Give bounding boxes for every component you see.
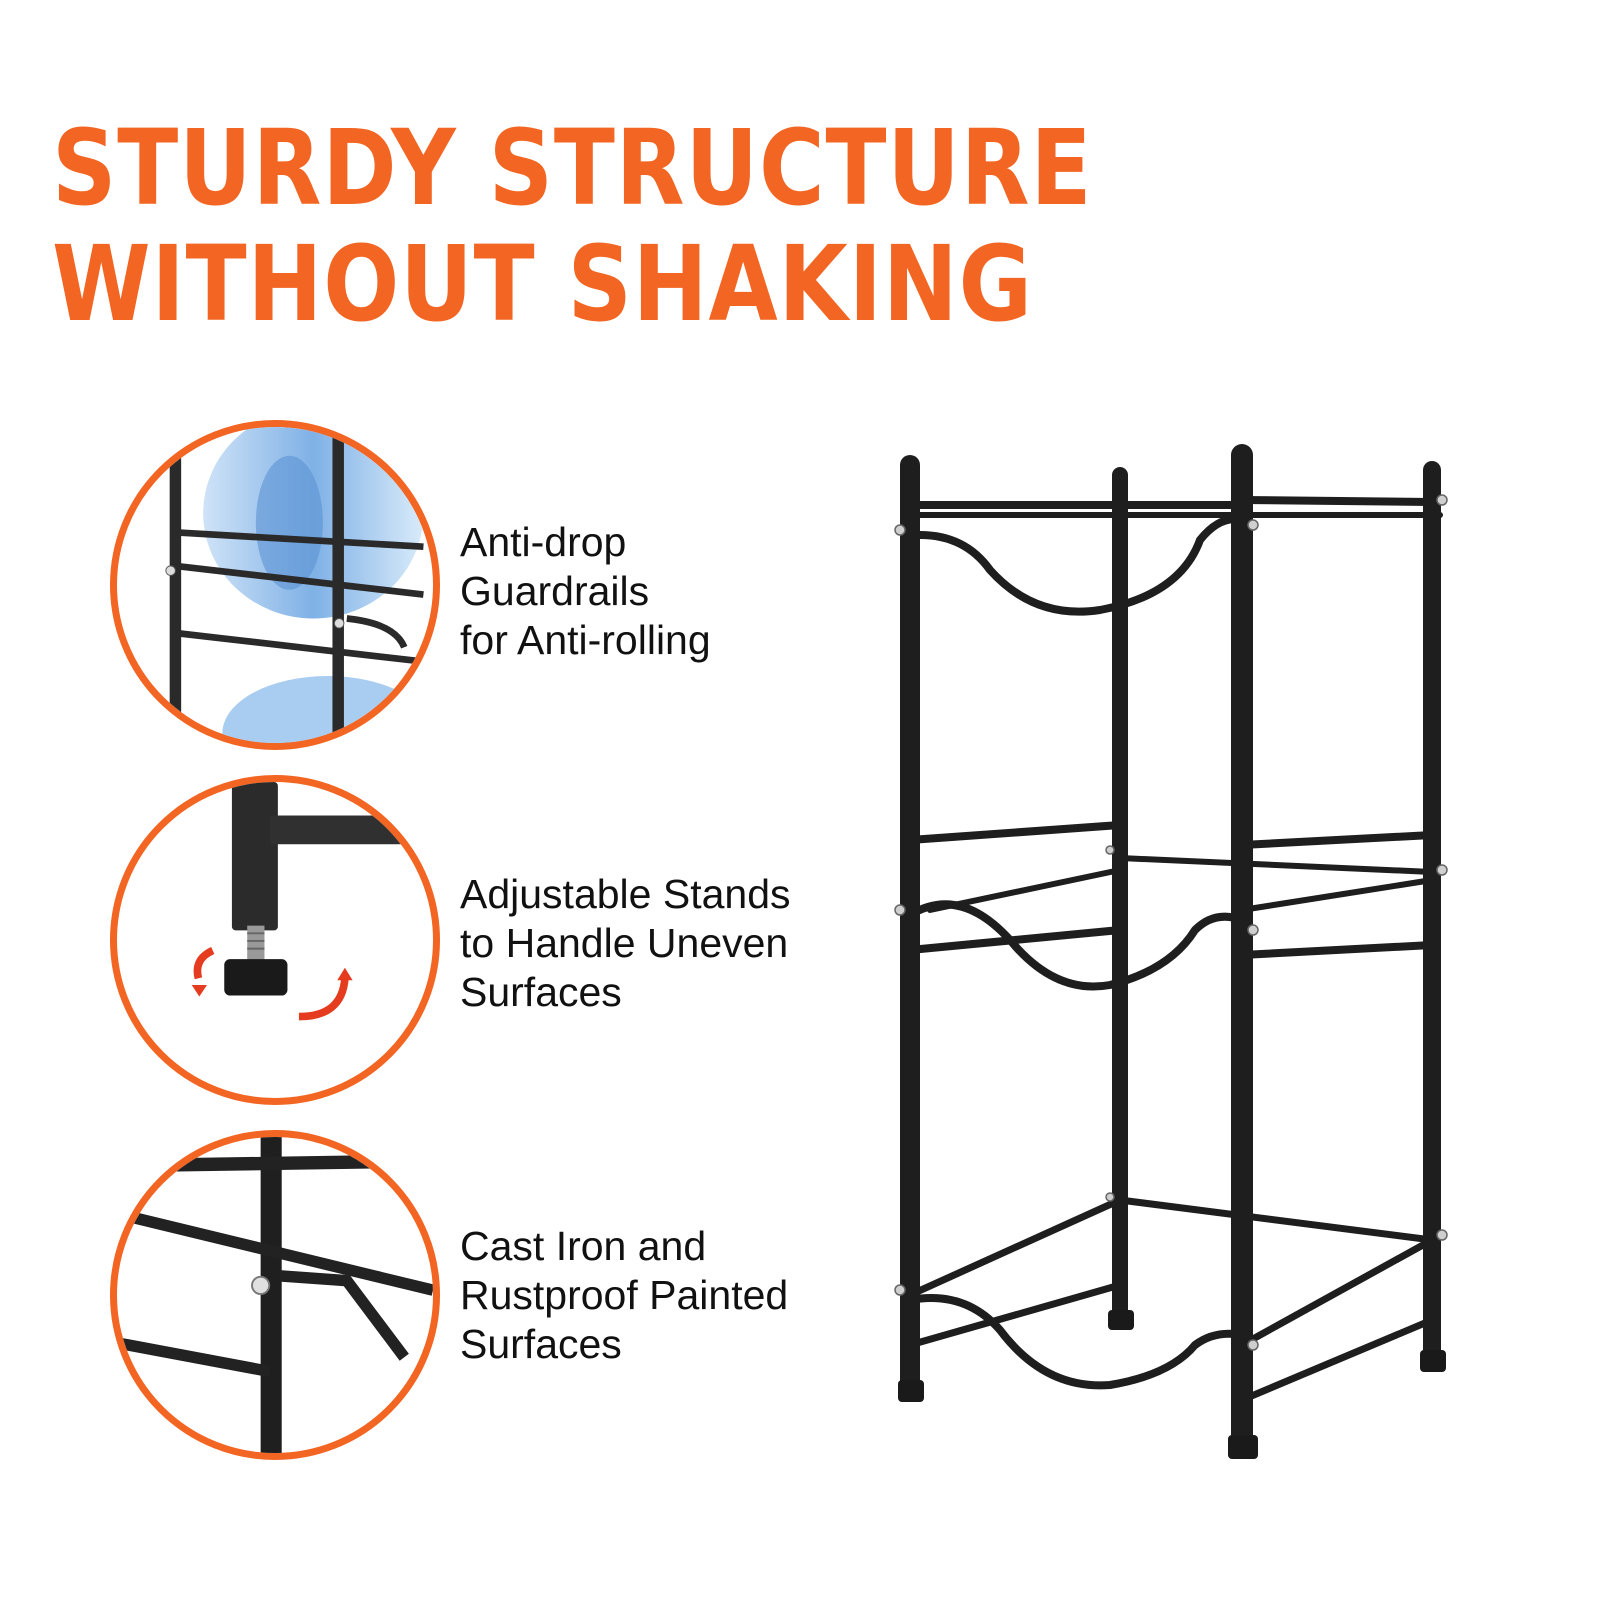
- feature-line: for Anti-rolling: [460, 617, 711, 663]
- feature-line: Anti-drop: [460, 519, 627, 565]
- adjustable-foot-icon: [110, 775, 440, 1105]
- feature-line: Surfaces: [460, 1321, 622, 1367]
- water-bottle-rack-icon: [870, 440, 1480, 1520]
- feature-line: Guardrails: [460, 568, 650, 614]
- feature-label-guardrails: Anti-drop Guardrails for Anti-rolling: [460, 518, 711, 665]
- headline-line-2: WITHOUT SHAKING: [52, 223, 1033, 345]
- feature-line: Adjustable Stands: [460, 871, 791, 917]
- iron-frame-joint-icon: [110, 1130, 440, 1460]
- feature-line: to Handle Uneven: [460, 920, 789, 966]
- feature-line: Cast Iron and: [460, 1223, 707, 1269]
- feature-label-cast-iron: Cast Iron and Rustproof Painted Surfaces: [460, 1222, 788, 1369]
- feature-line: Surfaces: [460, 969, 622, 1015]
- guardrail-closeup-icon: [110, 420, 440, 750]
- feature-line: Rustproof Painted: [460, 1272, 789, 1318]
- page-headline: STURDY STRUCTURE WITHOUT SHAKING: [52, 110, 1092, 342]
- headline-line-1: STURDY STRUCTURE: [52, 107, 1093, 229]
- feature-label-adjustable-stands: Adjustable Stands to Handle Uneven Surfa…: [460, 870, 791, 1017]
